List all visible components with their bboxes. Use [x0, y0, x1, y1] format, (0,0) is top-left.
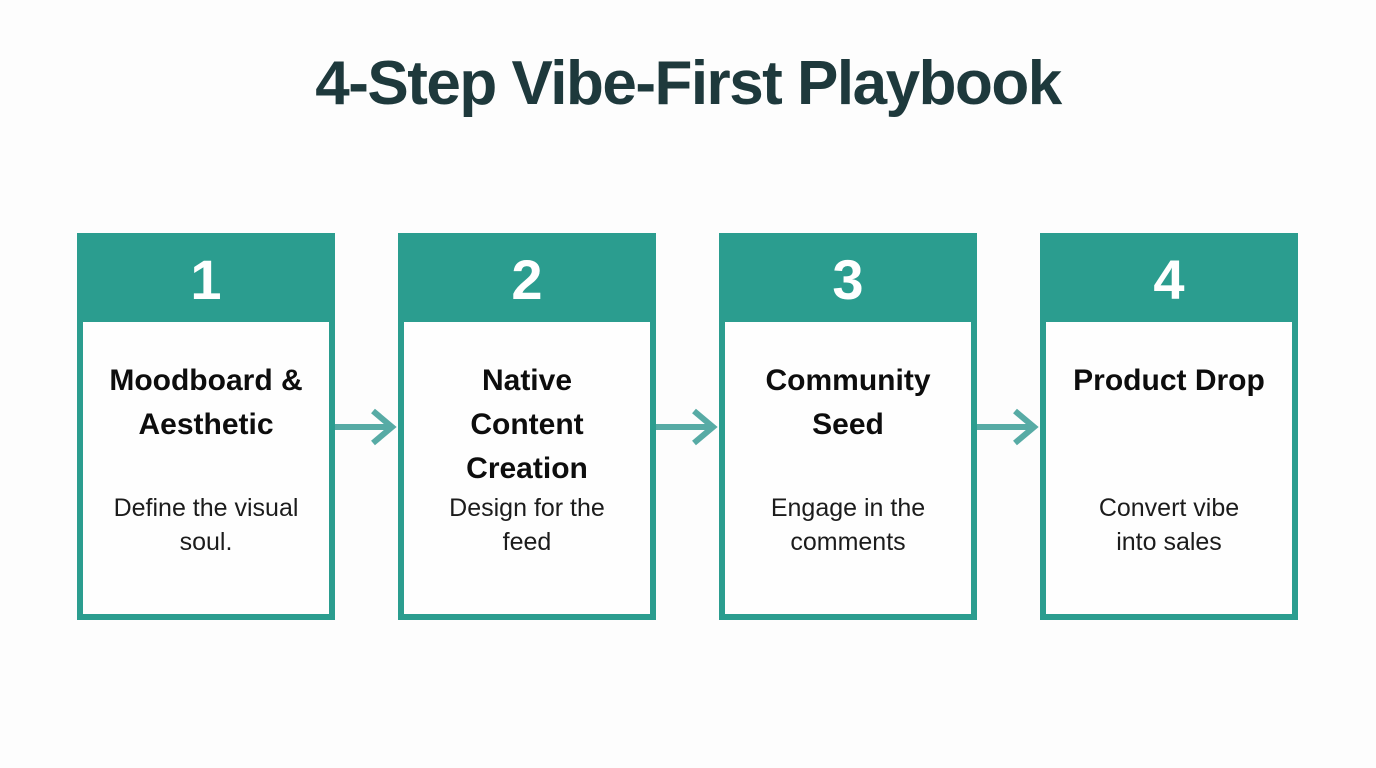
step-3-header: 3 — [724, 238, 972, 322]
step-number: 1 — [190, 248, 222, 311]
step-card-3: 3 Community Seed Engage in the comments — [719, 233, 977, 620]
right-arrow-icon — [977, 408, 1039, 445]
step-card-2: 2 Native Content Creation Design for the… — [398, 233, 656, 620]
step-title: Moodboard & Aesthetic — [109, 364, 303, 441]
right-arrow-icon — [656, 408, 718, 445]
connector-3-4 — [977, 233, 1040, 620]
step-2-body: Native Content Creation Design for the f… — [404, 321, 650, 614]
step-number: 3 — [832, 248, 864, 311]
step-card-4: 4 Product Drop Convert vibe into sales — [1040, 233, 1298, 620]
step-description: Engage in the comments — [770, 494, 926, 556]
step-title: Product Drop — [1073, 364, 1265, 397]
step-description: Design for the feed — [449, 494, 605, 556]
step-4-body: Product Drop Convert vibe into sales — [1046, 321, 1292, 614]
step-3-body: Community Seed Engage in the comments — [725, 321, 971, 614]
step-4-header: 4 — [1045, 238, 1293, 322]
connector-1-2 — [335, 233, 398, 620]
step-description: Define the visual soul. — [113, 494, 299, 556]
step-1-header: 1 — [82, 238, 330, 322]
step-1-body: Moodboard & Aesthetic Define the visual … — [83, 321, 329, 614]
right-arrow-icon — [335, 408, 397, 445]
step-2-header: 2 — [403, 238, 651, 322]
step-title: Native Content Creation — [466, 364, 588, 485]
step-card-1: 1 Moodboard & Aesthetic Define the visua… — [77, 233, 335, 620]
step-number: 4 — [1153, 248, 1185, 311]
step-title: Community Seed — [765, 364, 931, 441]
connector-2-3 — [656, 233, 719, 620]
step-number: 2 — [511, 248, 543, 311]
steps-row: 1 Moodboard & Aesthetic Define the visua… — [77, 233, 1298, 620]
step-description: Convert vibe into sales — [1098, 494, 1240, 556]
page-title: 4-Step Vibe-First Playbook — [315, 49, 1062, 118]
